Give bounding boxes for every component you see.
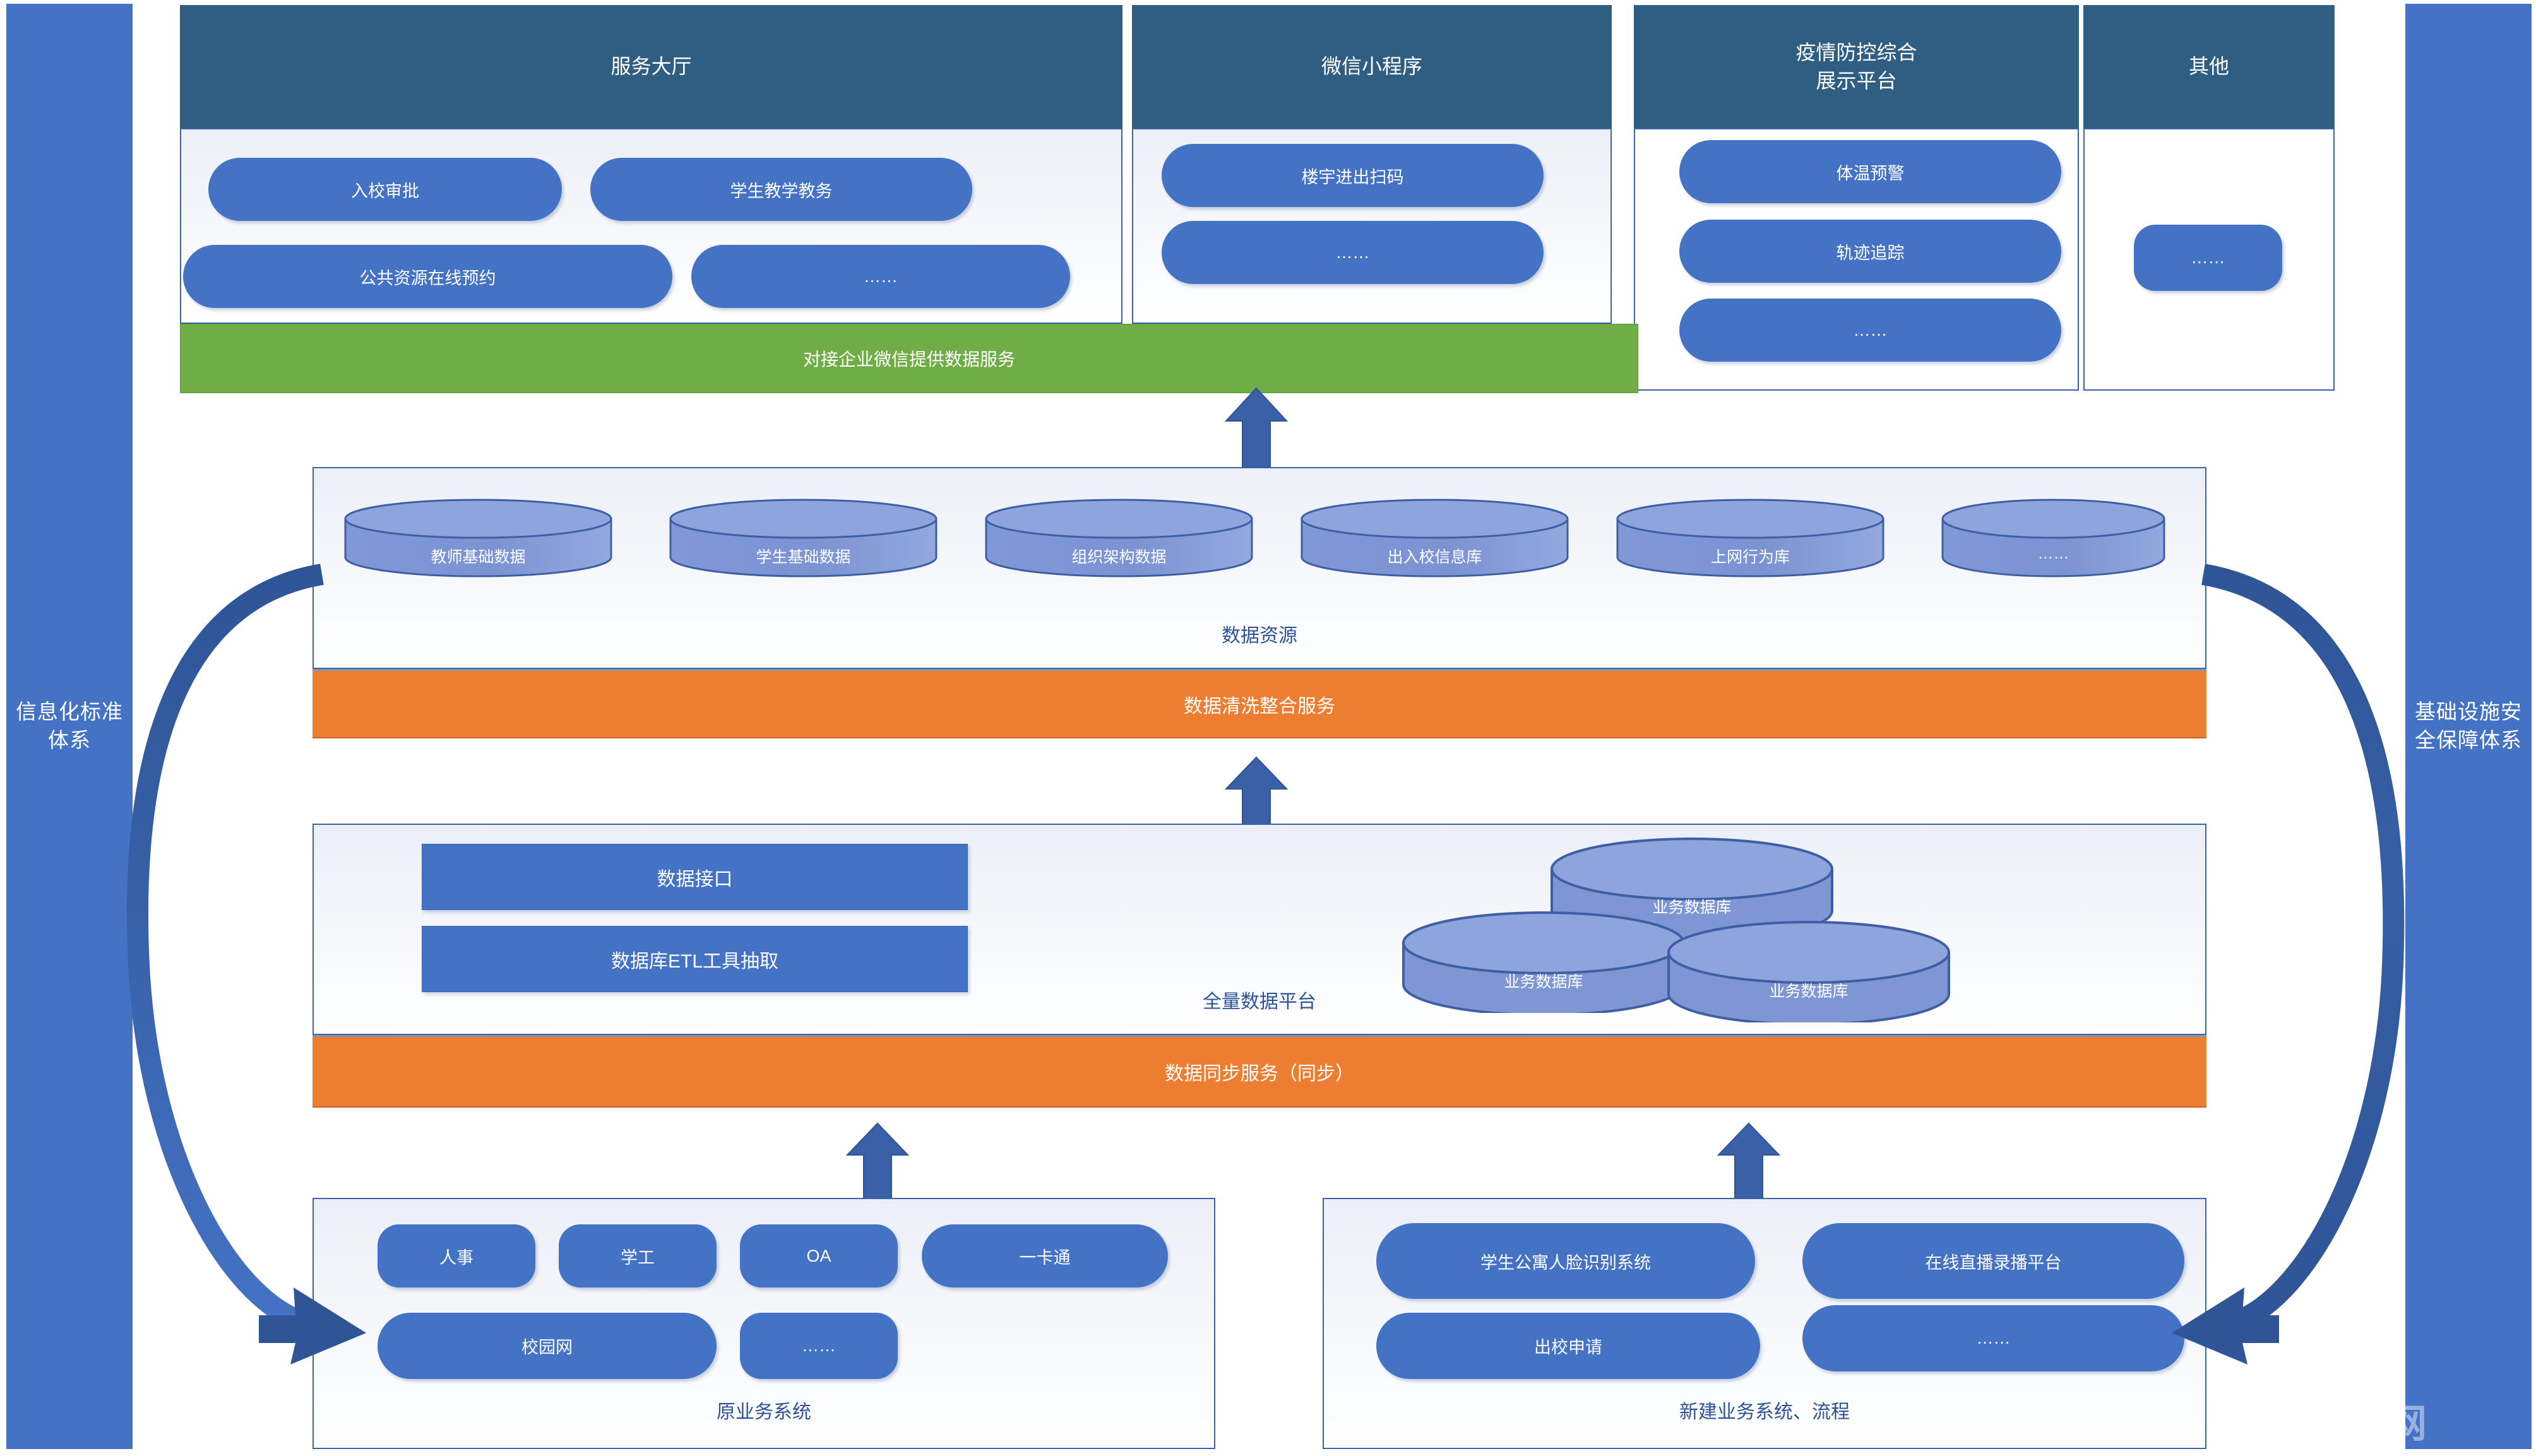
left-pillar-line1: 信息化标准: [16, 700, 123, 724]
right-pillar-line1: 基础设施安: [2415, 700, 2522, 724]
pill-dorm-face-recognition[interactable]: 学生公寓人脸识别系统: [1376, 1223, 1755, 1299]
pill-ru-xiao-shen-pi[interactable]: 入校审批: [208, 158, 562, 221]
cylinder-campus-access-db[interactable]: 出入校信息库: [1301, 499, 1569, 577]
pill-xuesheng-jiaoxue-jiaowu[interactable]: 学生教学教务: [590, 158, 972, 221]
arrow-up-legacy-systems-to-sync: [845, 1122, 910, 1200]
pill-label: 在线直播录播平台: [1925, 1253, 2062, 1272]
pill-live-streaming-platform[interactable]: 在线直播录播平台: [1802, 1223, 2184, 1299]
pill-label: ……: [802, 1336, 836, 1355]
pill-legacy-more[interactable]: ……: [740, 1313, 898, 1379]
pill-label: 学生教学教务: [730, 181, 833, 201]
pill-label: 学生公寓人脸识别系统: [1480, 1253, 1651, 1272]
orange-band-data-cleaning: 数据清洗整合服务: [313, 669, 2206, 738]
pill-label: 出校申请: [1534, 1338, 1602, 1357]
left-pillar-standards: 信息化标准 体系: [6, 4, 133, 1449]
pill-gonggong-ziyuan-yuyue[interactable]: 公共资源在线预约: [183, 245, 672, 308]
pill-label: 一卡通: [1019, 1248, 1071, 1267]
watermark: 新闻网: [2304, 1402, 2430, 1446]
cylinder-more-data[interactable]: ……: [1941, 499, 2165, 577]
pill-xuegong[interactable]: 学工: [559, 1224, 717, 1287]
cylinder-student-base-data[interactable]: 学生基础数据: [669, 499, 938, 577]
pill-new-systems-more[interactable]: ……: [1802, 1305, 2184, 1371]
header-other-label: 其他: [2188, 55, 2229, 78]
cylinder-business-db-left[interactable]: 业务数据库: [1402, 909, 1686, 1016]
pill-label: 入校审批: [351, 181, 419, 201]
pill-xiaoyuanwang[interactable]: 校园网: [378, 1313, 717, 1379]
pill-renshi[interactable]: 人事: [378, 1224, 535, 1287]
pill-other-more[interactable]: ……: [2134, 225, 2282, 291]
caption-legacy-business-systems: 原业务系统: [717, 1402, 811, 1423]
pill-louyu-jinchu-saoma[interactable]: 楼宇进出扫码: [1162, 144, 1544, 207]
caption-new-business-systems: 新建业务系统、流程: [1679, 1402, 1850, 1423]
caption-full-data-platform: 全量数据平台: [1203, 991, 1316, 1012]
arrow-curve-left-feedback: [127, 564, 366, 1364]
pill-label: ……: [864, 266, 898, 286]
pill-oa[interactable]: OA: [740, 1224, 898, 1287]
left-pillar-line2: 体系: [48, 728, 91, 752]
header-wechat-miniprogram-label: 微信小程序: [1321, 55, 1422, 78]
pill-wechat-more[interactable]: ……: [1162, 221, 1544, 284]
pill-label: ……: [1335, 242, 1370, 262]
arrow-up-new-systems-to-sync: [1717, 1122, 1781, 1200]
header-epidemic-platform: 疫情防控综合 展示平台: [1634, 5, 2079, 128]
pill-label: ……: [1853, 320, 1888, 340]
pill-service-hall-more[interactable]: ……: [691, 245, 1070, 308]
header-epidemic-line1: 疫情防控综合: [1795, 40, 1917, 64]
pill-label: 公共资源在线预约: [359, 268, 496, 288]
pill-label: OA: [806, 1246, 831, 1265]
green-band-wecom-data-service: 对接企业微信提供数据服务: [180, 324, 1638, 393]
pill-label: 体温预警: [1836, 163, 1905, 183]
pill-tiwen-yujing[interactable]: 体温预警: [1679, 140, 2061, 203]
arrow-curve-right-feedback: [2172, 564, 2405, 1364]
panel-data-resource: 数据资源: [313, 467, 2206, 669]
green-band-label: 对接企业微信提供数据服务: [802, 350, 1015, 369]
orange-band-label: 数据清洗整合服务: [1184, 695, 1335, 717]
arrow-up-to-data-cleaning: [1224, 756, 1289, 834]
arrow-up-to-data-resource: [1224, 387, 1289, 468]
right-pillar-infrastructure: 基础设施安 全保障体系: [2405, 4, 2532, 1449]
pill-label: ……: [1976, 1329, 2011, 1347]
pill-label: 校园网: [521, 1338, 573, 1357]
pill-label: 轨迹追踪: [1836, 243, 1905, 263]
orange-band-data-sync: 数据同步服务（同步）: [313, 1035, 2206, 1108]
pill-label: ……: [2191, 248, 2225, 267]
header-epidemic-line2: 展示平台: [1816, 69, 1897, 92]
cylinder-internet-behavior-db[interactable]: 上网行为库: [1616, 499, 1884, 577]
pill-leave-campus-application[interactable]: 出校申请: [1376, 1313, 1760, 1379]
orange-band-label: 数据同步服务（同步）: [1165, 1063, 1354, 1084]
pill-label: 楼宇进出扫码: [1301, 167, 1404, 187]
pill-label: 人事: [439, 1248, 473, 1267]
header-other: 其他: [2083, 5, 2335, 128]
box-data-interface[interactable]: 数据接口: [422, 844, 968, 910]
cylinder-business-db-right[interactable]: 业务数据库: [1667, 918, 1951, 1026]
pill-guiji-zhuizong[interactable]: 轨迹追踪: [1679, 220, 2061, 283]
pill-yikatong[interactable]: 一卡通: [922, 1224, 1168, 1287]
header-wechat-miniprogram: 微信小程序: [1132, 5, 1612, 128]
header-service-hall: 服务大厅: [180, 5, 1122, 128]
header-service-hall-label: 服务大厅: [610, 55, 692, 78]
caption-data-resource: 数据资源: [1222, 625, 1297, 646]
cylinder-org-structure-data[interactable]: 组织架构数据: [985, 499, 1253, 577]
box-label: 数据接口: [657, 868, 733, 890]
box-db-etl-extract[interactable]: 数据库ETL工具抽取: [422, 926, 968, 992]
pill-epidemic-more[interactable]: ……: [1679, 299, 2061, 362]
right-pillar-line2: 全保障体系: [2415, 728, 2522, 752]
box-label: 数据库ETL工具抽取: [610, 950, 779, 972]
pill-label: 学工: [621, 1248, 655, 1267]
